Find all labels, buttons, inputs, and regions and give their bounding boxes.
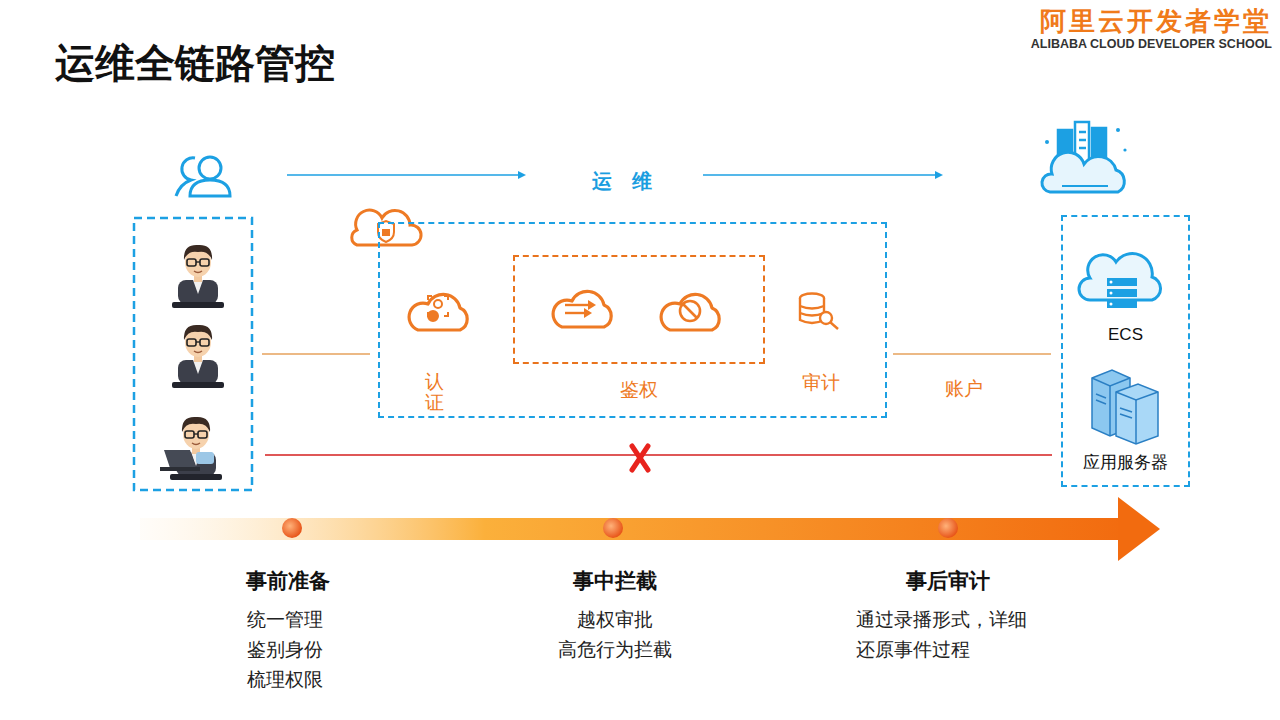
phase-heading: 事中拦截 — [573, 567, 657, 595]
resource-label: 应用服务器 — [1083, 451, 1168, 474]
authz-box: 鉴权 — [513, 255, 765, 364]
phase-heading: 事后审计 — [906, 567, 990, 595]
server-icon — [1092, 370, 1158, 444]
operator-group — [134, 218, 252, 490]
user-icon — [176, 157, 230, 196]
operator-figure — [172, 245, 224, 308]
bastion-box: 认证 审计 鉴权 — [378, 222, 887, 418]
cloud-buildings-icon — [1042, 122, 1127, 192]
phase-item: 高危行为拦截 — [558, 637, 672, 663]
audit-db-icon — [800, 294, 838, 330]
flow-label: 运 维 — [592, 168, 652, 195]
block-cross — [632, 446, 648, 470]
transfer-cloud-icon — [553, 291, 611, 327]
step-label: 认证 — [425, 372, 444, 414]
phase-item: 统一管理 — [247, 607, 323, 633]
phase-item: 鉴别身份 — [247, 637, 323, 663]
ecs-icon — [1079, 254, 1161, 308]
resource-label: ECS — [1108, 325, 1143, 345]
blocked-line — [265, 454, 1052, 455]
logo-text: 阿里云开发者学堂 — [1040, 4, 1272, 39]
phase-heading: 事前准备 — [246, 567, 330, 595]
operator-figure — [172, 325, 224, 388]
transfer-mark — [565, 300, 596, 318]
edge-label: 账户 — [943, 376, 985, 402]
timeline-arrow — [140, 497, 1160, 561]
target-box: ECS 应用服务器 — [1061, 215, 1190, 487]
auth-face-mark — [428, 296, 448, 321]
logo-subtext: ALIBABA CLOUD DEVELOPER SCHOOL — [1031, 37, 1272, 51]
account-connector — [893, 354, 1051, 355]
deny-mark — [680, 301, 700, 321]
access-line — [262, 353, 370, 354]
deny-cloud-icon — [661, 294, 719, 330]
operator-laptop — [160, 417, 222, 480]
phase-item: 通过录播形式，详细还原事件过程 — [856, 605, 1032, 665]
phase-item: 越权审批 — [577, 607, 653, 633]
step-label: 审计 — [802, 370, 840, 396]
step-label: 鉴权 — [620, 377, 658, 403]
auth-cloud-icon — [409, 294, 467, 330]
slide-title: 运维全链路管控 — [55, 36, 335, 91]
phase-item: 梳理权限 — [247, 667, 323, 693]
bastion-cloud-icon — [352, 210, 421, 245]
